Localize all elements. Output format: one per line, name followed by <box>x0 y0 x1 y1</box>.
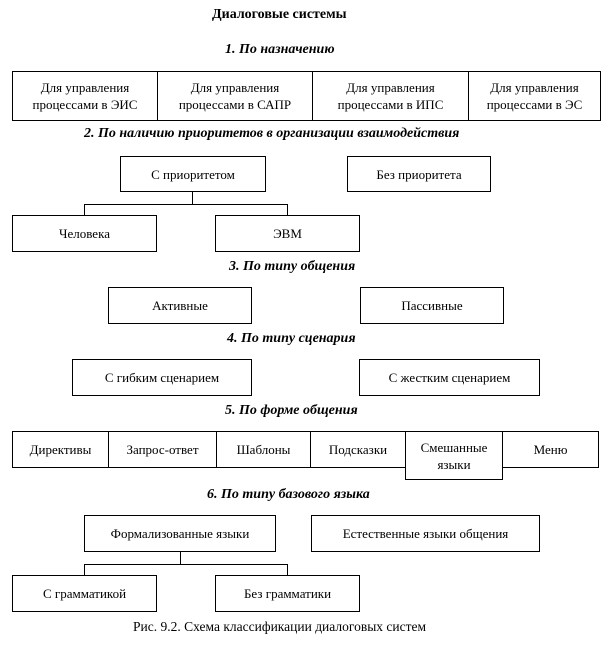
box-human: Человека <box>12 215 157 252</box>
connector-language-left <box>84 564 85 575</box>
box-ips-text: Для управления процессами в ИПС <box>337 80 444 112</box>
connector-priority-left <box>84 204 85 215</box>
box-without-grammar: Без грамматики <box>215 575 360 612</box>
box-sapr: Для управления процессами в САПР <box>157 71 313 121</box>
box-with-grammar: С грамматикой <box>12 575 157 612</box>
box-passive: Пассивные <box>360 287 504 324</box>
connector-priority-right <box>287 204 288 215</box>
box-active: Активные <box>108 287 252 324</box>
connector-priority-stem <box>192 192 193 204</box>
heading-scenario-type: 4. По типу сценария <box>227 331 356 346</box>
box-mixed-languages: Смешанные языки <box>405 431 503 480</box>
box-natural-languages: Естественные языки общения <box>311 515 540 552</box>
box-computer: ЭВМ <box>215 215 360 252</box>
box-eis-text: Для управления процессами в ЭИС <box>32 80 138 112</box>
form-row: Директивы Запрос-ответ Шаблоны Подсказки… <box>12 431 599 480</box>
box-eis: Для управления процессами в ЭИС <box>12 71 158 121</box>
box-flexible-scenario: С гибким сценарием <box>72 359 252 396</box>
box-mixed-languages-text: Смешанные языки <box>420 439 488 472</box>
box-with-priority: С приоритетом <box>120 156 266 192</box>
connector-language-stem <box>180 552 181 564</box>
heading-communication-type: 3. По типу общения <box>229 259 356 274</box>
box-es-text: Для управления процессами в ЭС <box>486 80 583 112</box>
box-sapr-text: Для управления процессами в САПР <box>178 80 292 112</box>
figure-caption: Рис. 9.2. Схема классификации диалоговых… <box>133 619 427 634</box>
purpose-row: Для управления процессами в ЭИС Для упра… <box>12 71 601 121</box>
heading-communication-form: 5. По форме общения <box>225 403 358 418</box>
box-directives: Директивы <box>12 431 109 468</box>
connector-language-bar <box>84 564 288 565</box>
box-without-priority: Без приоритета <box>347 156 491 192</box>
box-formal-languages: Формализованные языки <box>84 515 276 552</box>
box-menu: Меню <box>502 431 599 468</box>
box-rigid-scenario: С жестким сценарием <box>359 359 540 396</box>
heading-purpose: 1. По назначению <box>225 42 335 57</box>
box-ips: Для управления процессами в ИПС <box>312 71 469 121</box>
heading-base-language: 6. По типу базового языка <box>207 487 370 502</box>
box-hints: Подсказки <box>310 431 406 468</box>
diagram-title: Диалоговые системы <box>212 7 347 22</box>
connector-language-right <box>287 564 288 575</box>
connector-priority-bar <box>84 204 288 205</box>
box-templates: Шаблоны <box>216 431 311 468</box>
box-query-answer: Запрос-ответ <box>108 431 217 468</box>
box-es: Для управления процессами в ЭС <box>468 71 601 121</box>
heading-priority: 2. По наличию приоритетов в организации … <box>84 126 460 141</box>
